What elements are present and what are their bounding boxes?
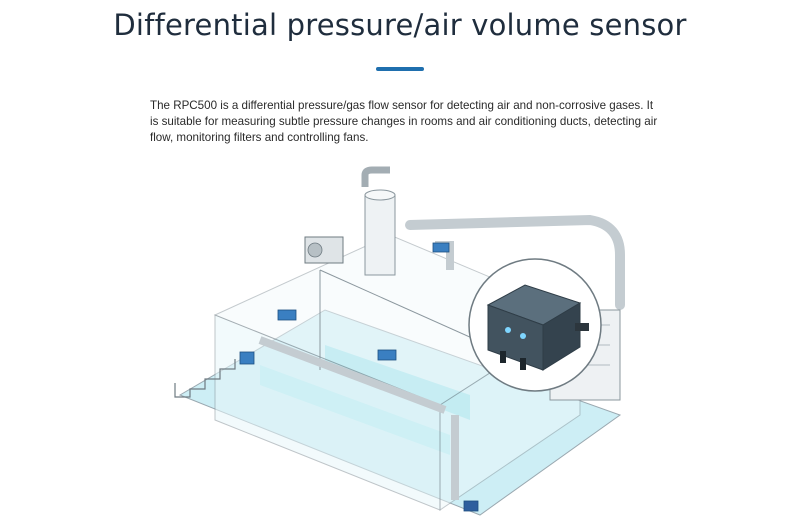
stairs [174,359,236,398]
device-port-2 [520,358,526,370]
tower-duct [361,166,390,187]
duct-sensor-2 [377,349,397,361]
duct-sensor-1 [277,309,297,321]
device-led-2 [520,333,526,339]
device-led-1 [505,327,511,333]
device-fitting [575,323,589,331]
device-port-1 [500,351,506,363]
wall-panel [239,351,255,365]
sensor-application-illustration [174,166,625,516]
intro-paragraph: The RPC500 is a differential pressure/ga… [150,99,658,144]
tower [364,194,396,276]
bottom-sensor [463,500,479,512]
page-title: Differential pressure/air volume sensor [113,8,687,42]
title-underline [376,67,424,71]
device-body-side [542,302,581,371]
front-duct [258,336,447,414]
duct-sensor-3 [432,242,450,253]
main-duct [405,214,625,310]
